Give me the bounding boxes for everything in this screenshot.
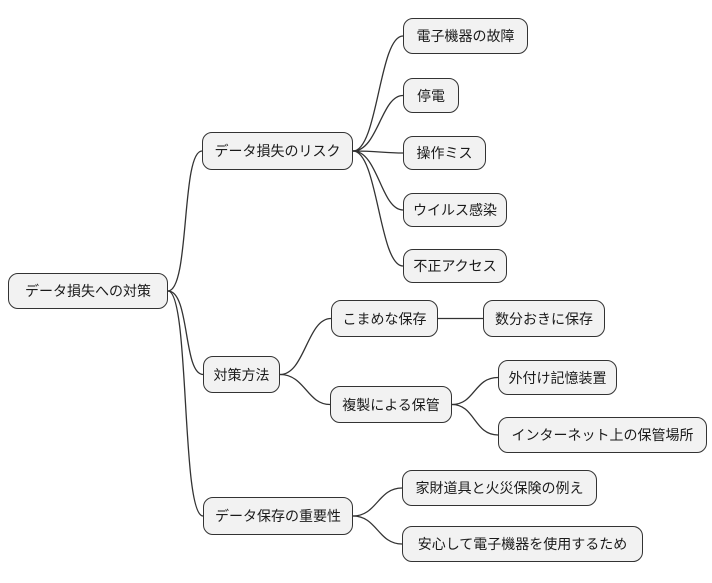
mindmap-node-unauthorized-access: 不正アクセス — [403, 249, 507, 283]
mindmap-node-countermeasures: 対策方法 — [203, 356, 280, 393]
mindmap-node-power-outage: 停電 — [403, 78, 459, 113]
edge-root-importance — [167, 290, 204, 517]
mindmap-node-importance-of-saving: データ保存の重要性 — [203, 497, 353, 535]
mindmap-node-device-failure: 電子機器の故障 — [403, 18, 528, 54]
mindmap-node-use-devices-with-peace-of-mind: 安心して電子機器を使用するため — [402, 526, 643, 562]
mindmap-node-data-loss-risk: データ損失のリスク — [202, 132, 353, 170]
mindmap-node-root: データ損失への対策 — [8, 273, 168, 309]
edge-root-risk — [167, 150, 203, 292]
edge-duplicate-external — [451, 376, 499, 406]
mindmap-node-save-every-few-minutes: 数分おきに保存 — [483, 300, 605, 337]
edge-risk-mistake — [352, 150, 404, 154]
edge-duplicate-internet — [451, 403, 499, 436]
edge-risk-failure — [352, 35, 404, 152]
mindmap-node-fire-insurance-analogy: 家財道具と火災保険の例え — [402, 470, 597, 506]
mindmap-node-storage-by-duplication: 複製による保管 — [330, 386, 452, 423]
edge-methods-duplicate — [279, 373, 331, 406]
mindmap-node-external-storage-device: 外付け記憶装置 — [498, 360, 617, 395]
mindmap-node-virus-infection: ウイルス感染 — [403, 193, 507, 227]
mindmap-node-frequent-saving: こまめな保存 — [331, 300, 438, 337]
edge-risk-outage — [352, 94, 404, 152]
edge-importance-peace — [352, 515, 403, 545]
edge-methods-frequent — [279, 317, 332, 376]
edge-root-methods — [167, 290, 204, 376]
edge-importance-insurance — [352, 487, 403, 517]
edge-risk-access — [352, 150, 404, 267]
mindmap-node-operation-mistake: 操作ミス — [403, 136, 486, 170]
mindmap-node-internet-storage-location: インターネット上の保管場所 — [498, 417, 707, 453]
edge-risk-virus — [352, 150, 404, 211]
